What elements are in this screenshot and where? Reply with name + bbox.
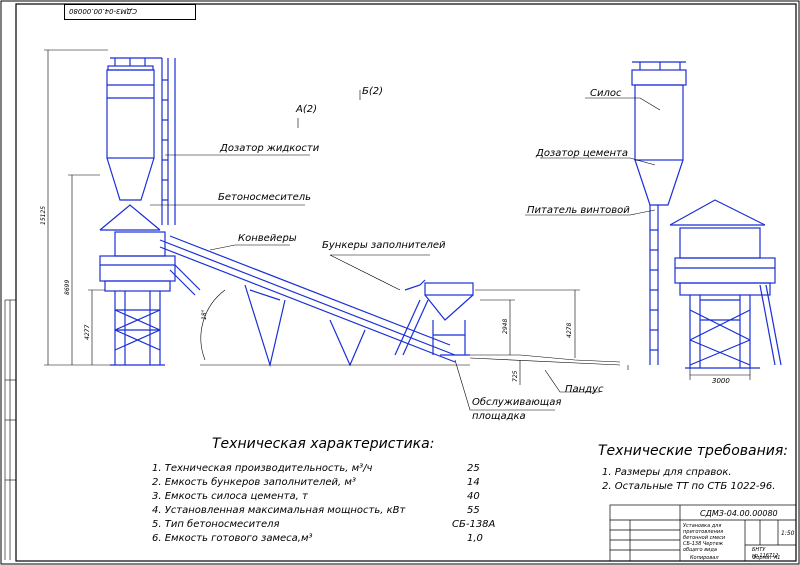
spec-label-2: 2. Емкость бункеров заполнителей, м³ — [152, 477, 356, 488]
view-a-label: А(2) — [296, 104, 318, 115]
dim-height-4: 4278 — [566, 322, 573, 338]
spec-label-4: 4. Установленная максимальная мощность, … — [152, 505, 406, 516]
spec-label-1: 1. Техническая производительность, м³/ч — [152, 463, 373, 474]
label-screw-feeder: Питатель винтовой — [527, 205, 630, 216]
label-liquid-dozator: Дозатор жидкости — [220, 143, 320, 154]
label-ramp: Пандус — [565, 384, 604, 395]
stamp-organization: БНТУ гр.116712 — [752, 547, 779, 559]
spec-value-6: 1,0 — [467, 533, 483, 544]
right-plant-structure — [631, 61, 782, 369]
spec-value-1: 25 — [467, 463, 480, 474]
view-b-label: Б(2) — [362, 86, 384, 97]
stamp-copied: Копировал — [690, 555, 719, 561]
label-aggregate-bunkers: Бункеры заполнителей — [322, 240, 446, 251]
spec-label-3: 3. Емкость силоса цемента, т — [152, 491, 308, 502]
dim-angle: 18° — [201, 309, 208, 320]
spec-value-4: 55 — [467, 505, 480, 516]
requirement-1: 1. Размеры для справок. — [602, 467, 732, 478]
label-service-platform-2: площадка — [472, 411, 526, 422]
dim-total-height: 15125 — [40, 205, 47, 225]
label-service-platform-1: Обслуживающая — [472, 397, 562, 408]
dim-height-6: 725 — [512, 370, 519, 382]
spec-value-3: 40 — [467, 491, 480, 502]
spec-value-5: СБ-138А — [452, 519, 496, 530]
characteristics-title: Техническая характеристика: — [212, 436, 435, 452]
label-conveyors: Конвейеры — [238, 233, 297, 244]
stamp-format: Формат A1 — [752, 555, 781, 561]
dimension-lines — [44, 49, 751, 411]
stamp-scale: 1:50 — [781, 530, 795, 537]
left-plant-structure — [99, 57, 474, 368]
requirements-title: Технические требования: — [598, 443, 788, 459]
requirement-2: 2. Остальные ТТ по СТБ 1022-96. — [602, 481, 776, 492]
drawing-code-top: СДМЗ-04.00.00080 — [64, 4, 196, 20]
spec-value-2: 14 — [467, 477, 480, 488]
label-concrete-mixer: Бетоносмеситель — [218, 192, 312, 203]
label-cement-dozator: Дозатор цемента — [536, 148, 628, 159]
inner-frame — [15, 3, 797, 562]
dim-height-5: 2948 — [502, 318, 509, 334]
spec-label-5: 5. Тип бетоносмесителя — [152, 519, 280, 530]
stamp-code: СДМЗ-04.00.00080 — [700, 509, 778, 518]
dim-height-2: 8699 — [64, 279, 71, 295]
dim-height-3: 4277 — [84, 324, 91, 340]
title-block — [609, 504, 797, 562]
spec-label-6: 6. Емкость готового замеса,м³ — [152, 533, 313, 544]
stamp-title: Установка для приготовления бетонной сме… — [683, 523, 726, 553]
label-silo: Силос — [590, 88, 622, 99]
dim-width-right: 3000 — [712, 377, 730, 385]
